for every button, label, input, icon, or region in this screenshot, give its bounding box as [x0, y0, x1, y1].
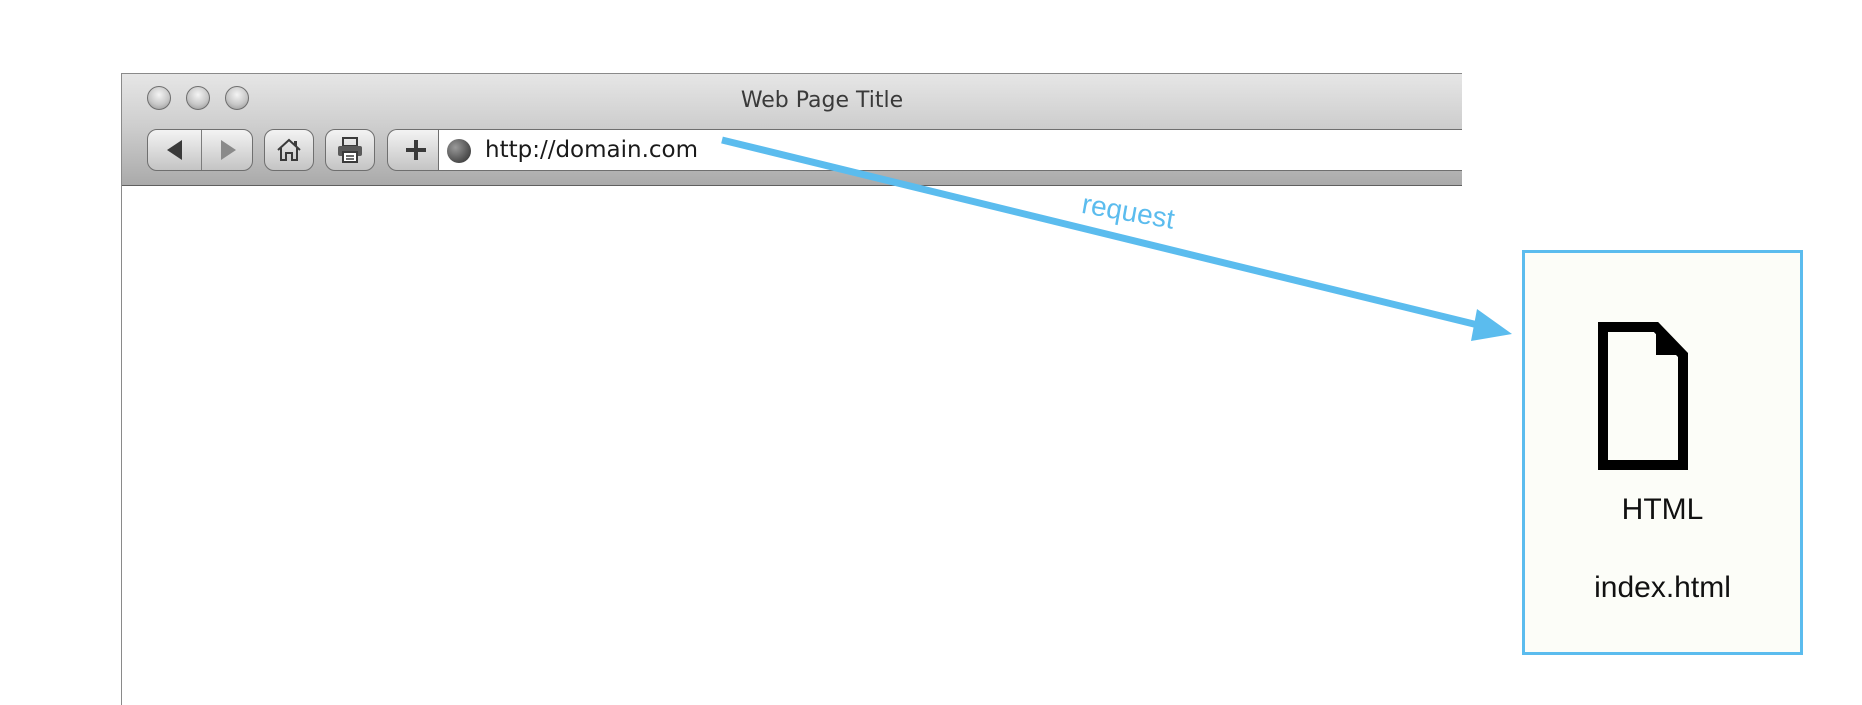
server-file-box: HTML index.html: [1522, 250, 1803, 655]
add-bookmark-button[interactable]: [387, 129, 443, 171]
document-icon: [1598, 322, 1688, 470]
file-type-label: HTML: [1621, 493, 1704, 526]
globe-icon: [447, 139, 471, 163]
printer-icon: [338, 137, 362, 163]
home-icon: [277, 138, 301, 161]
back-button[interactable]: [148, 130, 201, 170]
home-button[interactable]: [264, 129, 314, 171]
minimize-window-button[interactable]: [186, 86, 210, 110]
back-forward-control: [147, 129, 253, 171]
browser-titlebar: Web Page Title: [122, 74, 1462, 186]
close-window-button[interactable]: [147, 86, 171, 110]
url-text[interactable]: http://domain.com: [485, 137, 699, 163]
file-name-label: index.html: [1594, 571, 1731, 604]
address-bar[interactable]: http://domain.com: [438, 129, 1462, 171]
forward-button[interactable]: [202, 130, 254, 170]
back-arrow-icon: [166, 140, 182, 160]
plus-icon: [405, 140, 426, 160]
browser-window: Web Page Title: [121, 73, 1462, 705]
forward-arrow-icon: [221, 140, 236, 160]
zoom-window-button[interactable]: [225, 86, 249, 110]
browser-content-area: [122, 186, 1462, 705]
print-button[interactable]: [325, 129, 375, 171]
window-title: Web Page Title: [740, 88, 904, 113]
